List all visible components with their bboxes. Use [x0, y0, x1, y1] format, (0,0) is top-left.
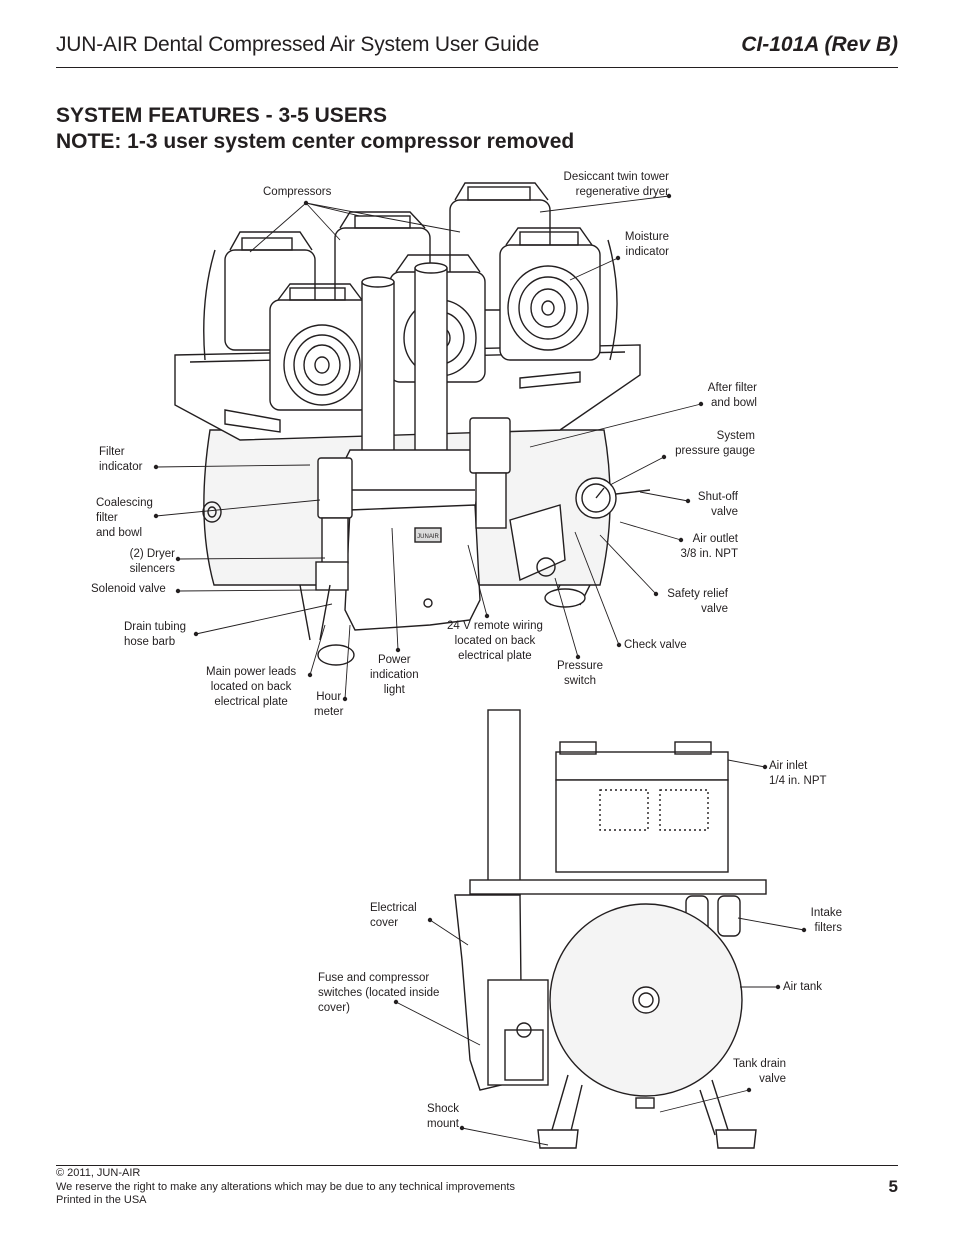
footer-printed: Printed in the USA [56, 1194, 147, 1206]
section-note: NOTE: 1-3 user system center compressor … [56, 130, 575, 153]
label-desiccant-dryer: Desiccant twin tower regenerative dryer [563, 171, 669, 198]
junair-badge: JUNAIR [417, 534, 439, 540]
side-view-leader-dots [393, 764, 807, 1131]
label-coalescing-filter: Coalescing filter and bowl [96, 497, 153, 539]
footer-copyright: © 2011, JUN-AIR [56, 1167, 141, 1179]
label-hour-meter: Hour meter [314, 691, 344, 718]
label-shutoff-valve: Shut-off valve [697, 491, 738, 518]
header-divider [56, 67, 898, 68]
label-power-indication-light: Power indication light [370, 654, 419, 696]
dryer-towers [339, 262, 481, 511]
label-tank-drain-valve: Tank drain valve [732, 1058, 786, 1085]
label-drain-tubing: Drain tubing hose barb [124, 621, 187, 648]
front-electrical-box: JUNAIR [344, 504, 481, 631]
label-pressure-switch: Pressure switch [557, 660, 604, 687]
label-main-power-leads: Main power leads located on back electri… [206, 666, 297, 708]
compressor-4 [269, 283, 371, 411]
label-check-valve: Check valve [624, 639, 687, 651]
front-view-leaders [155, 195, 702, 700]
label-air-outlet: Air outlet 3/8 in. NPT [680, 533, 738, 560]
compressor-6 [499, 227, 601, 361]
label-after-filter: After filter and bowl [707, 382, 757, 409]
document-title: JUN-AIR Dental Compressed Air System Use… [56, 33, 540, 56]
footer-disclaimer: We reserve the right to make any alterat… [56, 1180, 515, 1193]
label-filter-indicator: Filter indicator [99, 446, 143, 473]
footer-divider [56, 1165, 898, 1166]
label-remote-wiring: 24 V remote wiring located on back elect… [447, 620, 543, 662]
side-view-leaders [395, 759, 805, 1146]
label-solenoid-valve: Solenoid valve [91, 583, 166, 595]
front-view-leader-dots [153, 193, 704, 702]
label-air-inlet: Air inlet 1/4 in. NPT [769, 760, 827, 787]
label-safety-relief-valve: Safety relief valve [667, 588, 728, 615]
document-id: CI-101A (Rev B) [741, 33, 898, 56]
footer: © 2011, JUN-AIR We reserve the right to … [56, 1167, 515, 1208]
section-title: SYSTEM FEATURES - 3-5 USERS [56, 104, 387, 127]
page-number: 5 [888, 1177, 898, 1196]
label-compressors: Compressors [263, 186, 332, 198]
label-dryer-silencers: (2) Dryer silencers [129, 548, 175, 575]
label-electrical-cover: Electrical cover [370, 902, 417, 929]
label-shock-mount: Shock mount [427, 1103, 459, 1130]
front-view-drawing: JUNAIR [174, 182, 651, 666]
label-intake-filters: Intake filters [810, 907, 842, 934]
label-system-pressure-gauge: System pressure gauge [675, 430, 755, 457]
label-air-tank: Air tank [783, 981, 822, 993]
label-fuse-switches: Fuse and compressor switches (located in… [318, 972, 440, 1014]
label-moisture-indicator: Moisture indicator [624, 231, 669, 258]
side-view-drawing [454, 709, 767, 1149]
